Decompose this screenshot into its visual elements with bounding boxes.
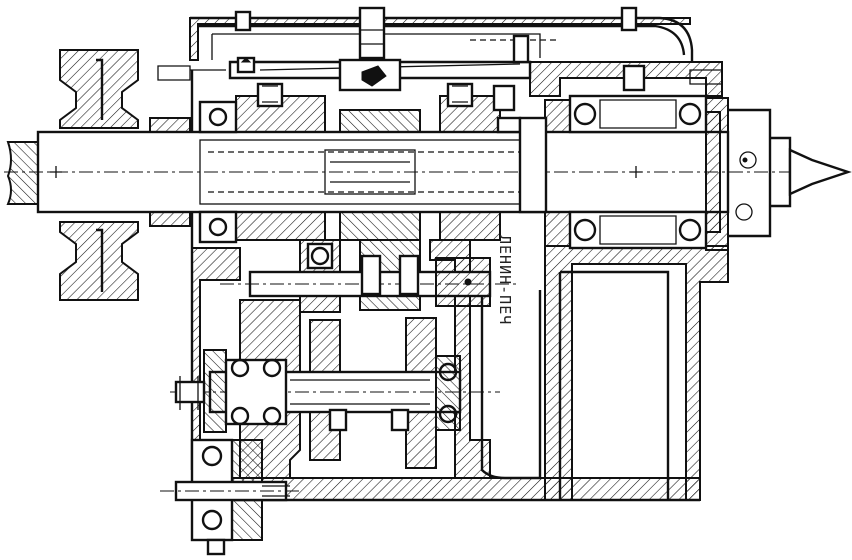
v-belt-pulley <box>59 49 139 301</box>
intermediate-shaft: ЛЕНИН-ПЕЧ <box>220 235 520 325</box>
feed-shaft <box>160 438 300 556</box>
shift-mechanism <box>157 6 723 112</box>
spindle-gears <box>235 82 548 241</box>
main-spindle <box>4 108 852 238</box>
center-marks <box>50 157 748 178</box>
spindle-bearings <box>149 94 721 250</box>
part-stamp-text: ЛЕНИН-ПЕЧ <box>496 235 514 325</box>
lower-shaft <box>170 317 500 469</box>
